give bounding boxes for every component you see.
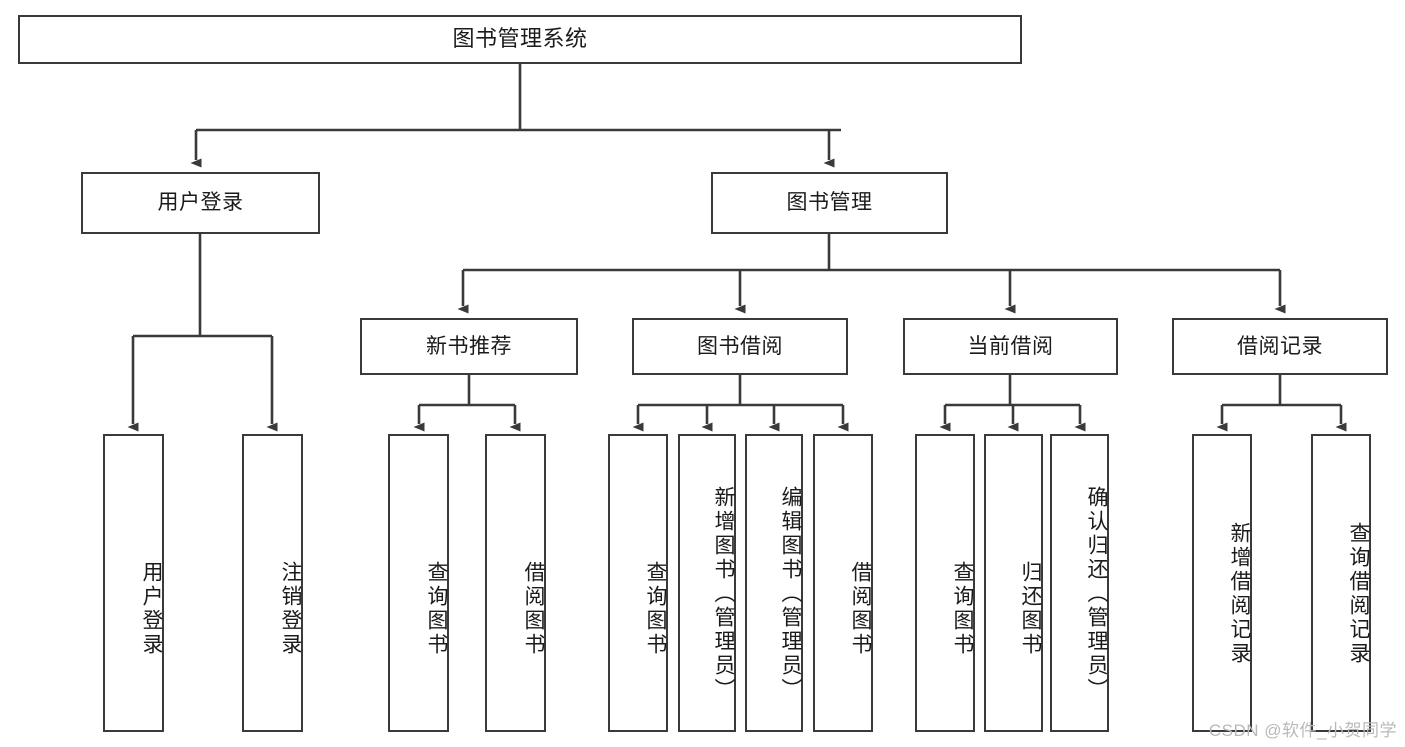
node-new-book-recommend-label: 新书推荐 <box>426 334 512 358</box>
node-current-borrow[interactable]: 当前借阅 <box>903 318 1118 375</box>
node-book-management-label: 图书管理 <box>786 191 873 215</box>
leaf-confirm-return-admin-label: 确认归还（管理员） <box>1085 486 1108 702</box>
leaf-query-book-recommend[interactable]: 查询图书 <box>388 434 449 732</box>
node-root-label: 图书管理系统 <box>452 26 588 52</box>
leaf-query-book-current-label: 查询图书 <box>951 561 974 657</box>
leaf-confirm-return-admin[interactable]: 确认归还（管理员） <box>1050 434 1109 732</box>
leaf-query-book-borrow-label: 查询图书 <box>644 561 667 657</box>
node-user-login-label: 用户登录 <box>157 191 244 215</box>
leaf-return-book[interactable]: 归还图书 <box>984 434 1043 732</box>
leaf-query-borrow-record-label: 查询借阅记录 <box>1347 522 1370 666</box>
node-borrow-record-label: 借阅记录 <box>1237 334 1323 358</box>
node-borrow-record[interactable]: 借阅记录 <box>1172 318 1388 375</box>
leaf-borrow-book-label: 借阅图书 <box>849 561 872 657</box>
watermark: CSDN @软件_小贺同学 <box>1208 721 1397 740</box>
node-root[interactable]: 图书管理系统 <box>18 15 1022 64</box>
node-book-management[interactable]: 图书管理 <box>711 172 948 234</box>
leaf-query-book-recommend-label: 查询图书 <box>425 561 448 657</box>
leaf-add-book-admin-label: 新增图书（管理员） <box>712 486 735 702</box>
leaf-add-borrow-record-label: 新增借阅记录 <box>1228 522 1251 666</box>
leaf-edit-book-admin[interactable]: 编辑图书（管理员） <box>745 434 803 732</box>
leaf-borrow-book[interactable]: 借阅图书 <box>813 434 873 732</box>
leaf-query-book-current[interactable]: 查询图书 <box>915 434 975 732</box>
leaf-query-borrow-record[interactable]: 查询借阅记录 <box>1311 434 1371 732</box>
leaf-logout-label: 注销登录 <box>279 561 302 657</box>
node-new-book-recommend[interactable]: 新书推荐 <box>360 318 578 375</box>
leaf-query-book-borrow[interactable]: 查询图书 <box>608 434 668 732</box>
leaf-borrow-book-recommend-label: 借阅图书 <box>522 561 545 657</box>
leaf-edit-book-admin-label: 编辑图书（管理员） <box>779 486 802 702</box>
leaf-return-book-label: 归还图书 <box>1019 561 1042 657</box>
node-book-borrow-label: 图书借阅 <box>697 334 783 358</box>
node-book-borrow[interactable]: 图书借阅 <box>632 318 848 375</box>
leaf-user-login-label: 用户登录 <box>140 561 163 657</box>
leaf-logout[interactable]: 注销登录 <box>242 434 303 732</box>
leaf-user-login[interactable]: 用户登录 <box>103 434 164 732</box>
leaf-borrow-book-recommend[interactable]: 借阅图书 <box>485 434 546 732</box>
node-current-borrow-label: 当前借阅 <box>967 334 1054 358</box>
leaf-add-book-admin[interactable]: 新增图书（管理员） <box>678 434 736 732</box>
node-user-login[interactable]: 用户登录 <box>81 172 320 234</box>
leaf-add-borrow-record[interactable]: 新增借阅记录 <box>1192 434 1252 732</box>
